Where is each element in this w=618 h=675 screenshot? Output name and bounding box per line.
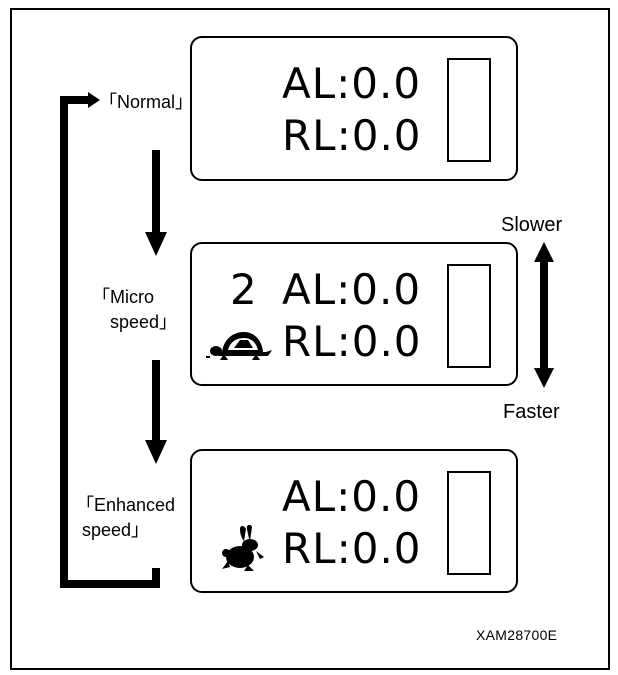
rl-row: RL:0.0 [282, 112, 422, 160]
mode-label-enhanced-1: 「Enhanced [76, 495, 176, 515]
down-arrow-1-head [145, 232, 167, 256]
speed-scale-up-head [534, 242, 554, 262]
al-readout: AL:0.0 [282, 472, 422, 521]
display-panel-enhanced: AL:0.0 RL:0.0 [190, 449, 518, 593]
display-panel-normal: AL:0.0 RL:0.0 [190, 36, 518, 181]
mode-label-micro-1: 「Micro [92, 287, 154, 307]
al-row: AL:0.0 [282, 60, 421, 108]
loop-back-arrow [60, 96, 160, 588]
rl-readout: RL:0.0 [282, 317, 422, 366]
speed-level-row: 2 [230, 266, 257, 314]
speed-scale-down-head [534, 368, 554, 388]
al-row: AL:0.0 [282, 473, 421, 521]
speed-level-number: 2 [230, 265, 257, 314]
status-box [447, 471, 491, 575]
mode-label-micro-2: speed」 [110, 312, 178, 332]
rl-row: RL:0.0 [282, 318, 422, 366]
rl-readout: RL:0.0 [282, 524, 422, 573]
loop-back-arrowhead [88, 92, 100, 108]
al-row: AL:0.0 [282, 266, 421, 314]
rabbit-icon [222, 525, 264, 571]
down-arrow-2-head [145, 440, 167, 464]
turtle-icon [206, 332, 272, 360]
al-readout: AL:0.0 [282, 59, 422, 108]
slower-label: Slower [501, 214, 563, 236]
mode-label-normal: 「Normal」 [99, 92, 194, 112]
display-panel-micro: 2 AL:0.0 RL:0.0 [190, 242, 518, 386]
status-box [447, 58, 491, 162]
faster-label: Faster [503, 401, 560, 423]
rl-readout: RL:0.0 [282, 111, 422, 160]
mode-label-enhanced-2: speed」 [82, 520, 150, 540]
status-box [447, 264, 491, 368]
al-readout: AL:0.0 [282, 265, 422, 314]
rl-row: RL:0.0 [282, 525, 422, 573]
figure-code: XAM28700E [476, 627, 558, 643]
